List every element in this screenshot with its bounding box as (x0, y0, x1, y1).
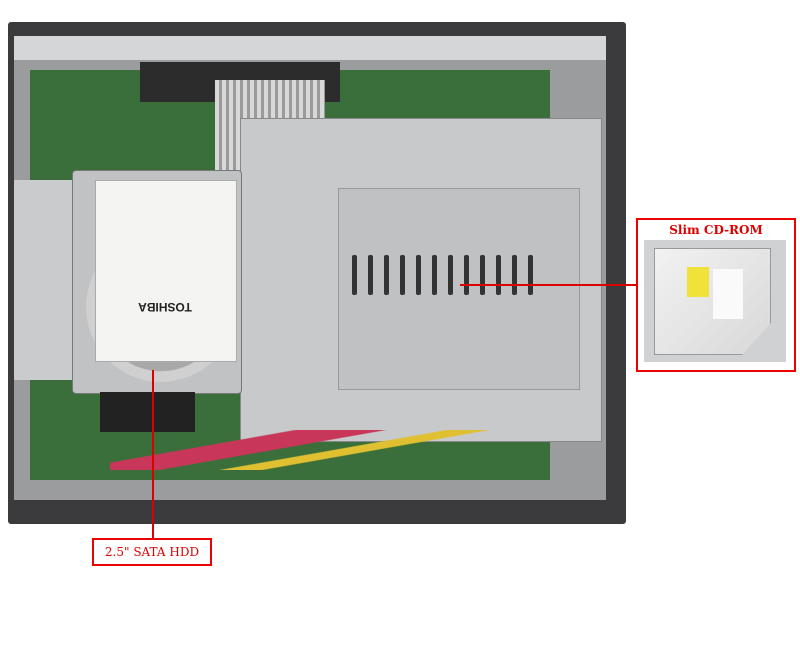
vent-slot (464, 255, 469, 295)
cdrom-bracket-plate (338, 188, 580, 390)
hdd-bracket (14, 180, 74, 380)
cdrom-label-sticker (713, 269, 743, 319)
hdd-leader-line (152, 370, 154, 538)
cdrom-warning-sticker (687, 267, 709, 297)
vent-slot (368, 255, 373, 295)
cdrom-leader-line (460, 284, 636, 286)
vent-slot (528, 255, 533, 295)
cables (110, 430, 490, 470)
vent-slot (512, 255, 517, 295)
hdd-callout-label: 2.5" SATA HDD (92, 538, 212, 566)
chassis-top-wall (14, 36, 606, 62)
vent-slot (480, 255, 485, 295)
hdd-brand: TOSHIBA (138, 300, 192, 314)
vent-slot (448, 255, 453, 295)
vent-slot (496, 255, 501, 295)
cdrom-callout-label: Slim CD-ROM (669, 223, 763, 237)
sata-connector (100, 392, 195, 432)
hdd-label-sticker (95, 180, 237, 362)
vent-slot (400, 255, 405, 295)
vent-slot (432, 255, 437, 295)
cdrom-callout: Slim CD-ROM (636, 218, 796, 372)
cdrom-photo (644, 240, 786, 362)
vent-slot (416, 255, 421, 295)
slim-cdrom-drive (654, 248, 771, 355)
vent-slot (384, 255, 389, 295)
vent-slot (352, 255, 357, 295)
